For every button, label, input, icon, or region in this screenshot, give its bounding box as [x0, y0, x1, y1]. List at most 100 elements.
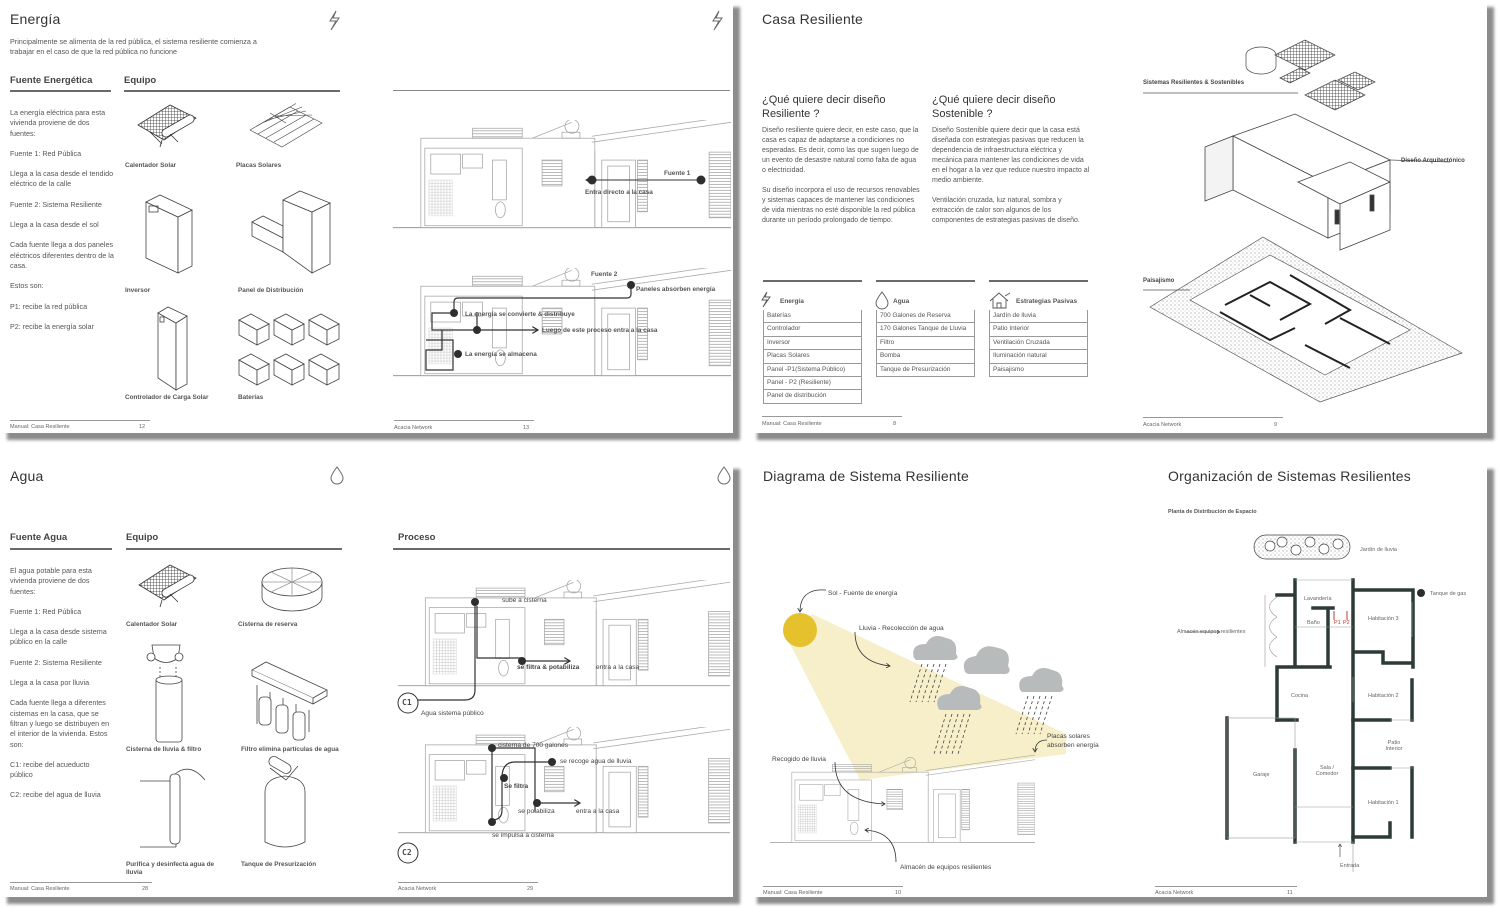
purifier-drawing — [140, 768, 206, 848]
page-title: Diagrama de Sistema Resiliente — [763, 468, 969, 484]
paragraph: Cada fuente llega a dos paneles eléctric… — [10, 240, 114, 270]
energia-house-elevation-2 — [393, 268, 731, 377]
paragraph: Llega a la casa desde sistema público en… — [10, 627, 107, 647]
energy-table: Energía Baterías Controlador Inversor Pl… — [763, 292, 862, 404]
water-drop-icon — [330, 466, 731, 485]
solar-systems-layer — [1143, 39, 1376, 111]
diagram-house — [770, 754, 1035, 843]
table-row: Panel de distribución — [763, 390, 862, 404]
fuente1-flow — [586, 175, 706, 185]
divider — [124, 90, 340, 92]
process-label: sube a cisterna — [502, 597, 547, 604]
table-title: Estrategias Pasivas — [1016, 297, 1078, 305]
process-label: Luego de este proceso entra a la casa — [542, 327, 658, 334]
process-label: Agua sistema público — [421, 710, 484, 717]
process-label: se recoge agua de lluvia — [560, 758, 632, 765]
plan-label: Tanque de gas — [1430, 591, 1467, 597]
plan-label: Habitación 3 — [1368, 616, 1399, 622]
spread-diagrama: Diagrama de Sistema Resiliente Sol - Fue… — [750, 462, 1487, 897]
plan-label: P2 — [1343, 620, 1350, 626]
plan-label: Garaje — [1253, 772, 1270, 778]
process-label: se potabiliza — [518, 808, 555, 815]
footer-text: Acacia Network — [394, 425, 433, 431]
landscape-layer — [1143, 236, 1463, 403]
table-row: Iluminación natural — [989, 350, 1088, 364]
reserve-cistern-drawing — [261, 567, 323, 612]
equipment-label: Tanque de Presurización — [241, 861, 317, 868]
drawing-label: Diseño Arquitectónico — [1401, 158, 1465, 164]
diagram-label: Almacén de equipos resilientes — [900, 864, 992, 871]
table-row: Ventilación Cruzada — [989, 336, 1088, 351]
c1-flow — [397, 598, 570, 714]
process-label: La energía se convierte & distribuye — [465, 311, 575, 318]
page-number: 29 — [527, 886, 534, 892]
footer-text: Acacia Network — [1155, 890, 1194, 896]
process-label: La energía se almacena — [465, 351, 537, 358]
plan-label: Baño — [1307, 620, 1320, 626]
process-label: Fuente 2 — [591, 271, 618, 278]
plan-label: Habitación 2 — [1368, 693, 1399, 699]
paragraph: Fuente 1: Red Pública — [10, 148, 82, 158]
c1-badge: C1 — [402, 698, 412, 707]
lightning-icon — [329, 10, 723, 31]
sunlight-cone — [788, 614, 1066, 780]
process-label: Entra directo a la casa — [585, 189, 653, 196]
water-table: Agua 700 Galones de Reserva 170 Galones … — [876, 292, 975, 377]
process-label: entra a la casa — [576, 808, 620, 815]
page-number: 28 — [142, 886, 149, 892]
process-label: Paneles absorben energía — [636, 286, 716, 293]
source-heading: Fuente Energética — [10, 75, 93, 86]
source-heading: Fuente Agua — [10, 532, 68, 543]
rain-garden — [1253, 534, 1351, 560]
charge-controller-drawing — [157, 306, 188, 391]
passive-strategies-table: Estrategias Pasivas Jardín de lluvia Pat… — [989, 292, 1088, 377]
equipment-label: Calentador Solar — [126, 621, 178, 628]
equipment-label: Purifica y desinfecta agua de lluvia — [126, 861, 215, 876]
table-row: Jardín de lluvia — [989, 310, 1088, 324]
paragraph: P2: recibe la energía solar — [10, 321, 94, 331]
c2-badge: C2 — [402, 848, 412, 857]
table-row: Filtro — [876, 336, 975, 351]
spread-casa-resiliente: Casa Resiliente ¿Qué quiere decir diseño… — [750, 0, 1487, 433]
table-row: Baterías — [763, 310, 862, 324]
diagrama-illustrations — [770, 534, 1425, 872]
source-text: La energía eléctrica para esta vivienda … — [10, 108, 114, 342]
footer-text: Acacia Network — [398, 886, 437, 892]
paragraph: La energía eléctrica para esta vivienda … — [10, 108, 106, 138]
process-label: cisterna de 700 galones — [498, 742, 569, 749]
diagram-label: Recogido de lluvia — [772, 756, 826, 763]
footer-rule — [398, 882, 538, 883]
spread-agua: Agua Fuente Agua Equipo El agua potable … — [0, 462, 733, 897]
rain-clouds — [913, 636, 1064, 710]
paragraph: El agua potable para esta vivienda provi… — [10, 566, 92, 596]
equipment-heading: Equipo — [126, 532, 159, 543]
page-number: 13 — [523, 425, 530, 431]
process-label: se impulsa a cisterna — [492, 832, 554, 839]
table-title: Agua — [893, 297, 910, 305]
paragraph: Estos son: — [10, 281, 44, 291]
page-number: 9 — [1274, 422, 1278, 428]
equipment-label: Placas Solares — [236, 162, 282, 169]
paragraph: Diseño Sostenible quiere decir que la ca… — [932, 127, 1090, 184]
footer-text: Manual: Casa Resiliente — [762, 421, 822, 427]
diagram-label: Sol - Fuente de energía — [828, 590, 898, 597]
sostenible-text: Diseño Sostenible quiere decir que la ca… — [932, 126, 1092, 236]
divider — [10, 548, 112, 550]
process-label: Fuente 1 — [664, 170, 691, 177]
footer-rule — [1143, 417, 1283, 418]
gas-tank — [1417, 589, 1425, 597]
intro-text: Principalmente se alimenta de la red púb… — [10, 37, 257, 56]
footer-rule — [394, 420, 534, 421]
plan-label: Lavandería — [1304, 596, 1332, 602]
drawing-label: Paisajismo — [1143, 278, 1175, 284]
paragraph: Diseño resiliente quiere decir, en este … — [762, 127, 919, 174]
footer-text: Manual: Casa Resiliente — [10, 424, 70, 430]
agua-house-elevation-2 — [398, 727, 730, 834]
footer-text: Acacia Network — [1143, 422, 1182, 428]
footer-rule — [10, 420, 150, 421]
page-number: 11 — [1287, 890, 1293, 896]
plan-title: Planta de Distribución de Espacio — [1168, 509, 1257, 515]
equipment-label: Calentador Solar — [125, 162, 177, 169]
paragraph: Llega a la casa por lluvia — [10, 678, 90, 688]
plan-label: P1 — [1334, 620, 1341, 626]
